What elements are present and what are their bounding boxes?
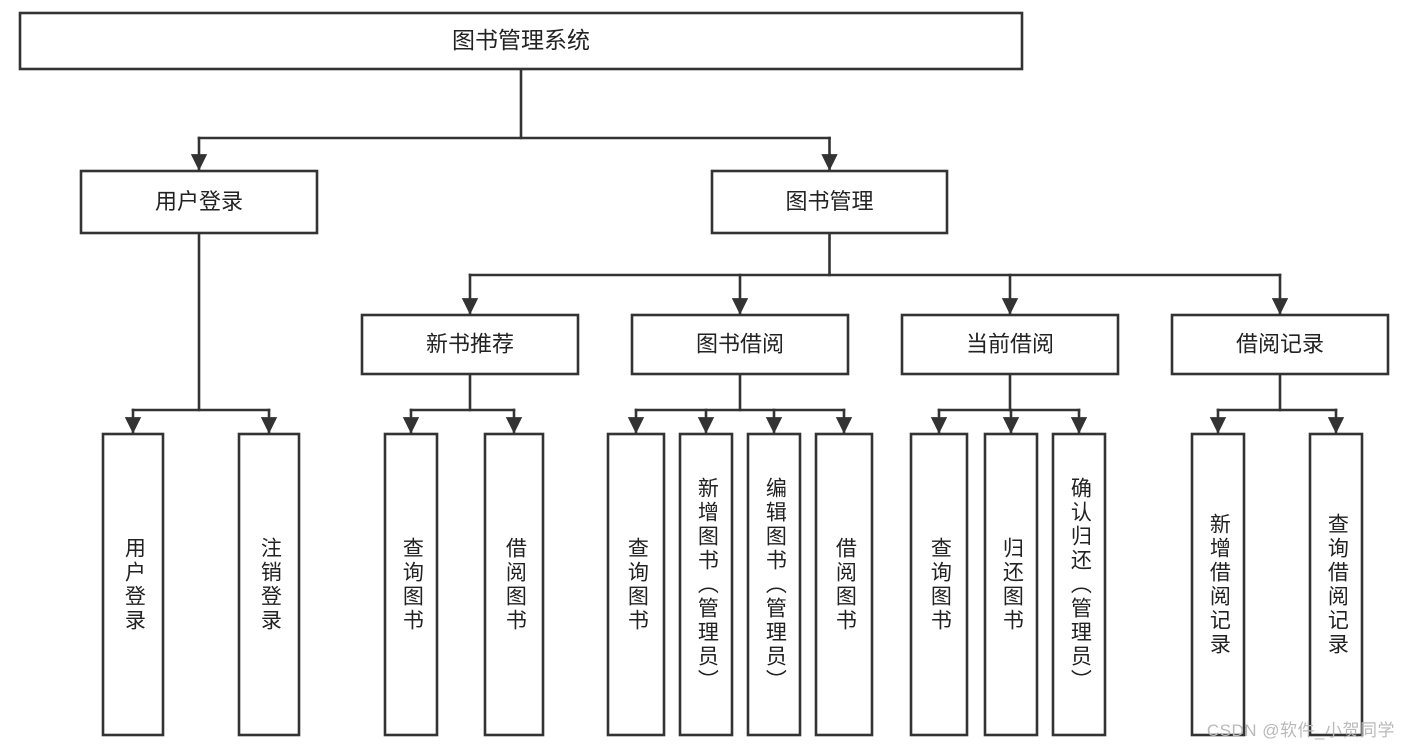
node-box-current-borrow[interactable] [900, 313, 1120, 376]
node-leaf-query-book-2[interactable] [606, 432, 666, 737]
node-box-leaf-query-book-1[interactable] [383, 432, 439, 737]
node-label-book-borrow: 图书借阅 [696, 331, 784, 356]
node-book-manage[interactable]: 图书管理 [710, 169, 949, 235]
node-box-leaf-edit-book-admin[interactable] [746, 432, 802, 737]
node-box-leaf-user-logout[interactable] [237, 432, 301, 737]
node-box-leaf-return-book[interactable] [983, 432, 1039, 737]
node-new-book-recommend[interactable]: 新书推荐 [360, 313, 580, 376]
node-label-user-login: 用户登录 [155, 189, 243, 214]
watermark-text: CSDN @软件_小贺同学 [1206, 721, 1395, 740]
node-box-leaf-query-book-2[interactable] [606, 432, 666, 737]
node-leaf-borrow-book-2[interactable] [814, 432, 874, 737]
node-box-leaf-query-borrow-record[interactable] [1308, 432, 1364, 737]
node-leaf-user-login[interactable] [101, 432, 165, 737]
node-leaf-query-borrow-record[interactable] [1308, 432, 1364, 737]
node-box-root[interactable] [18, 11, 1024, 71]
node-label-current-borrow: 当前借阅 [966, 331, 1054, 356]
node-box-leaf-add-book-admin[interactable] [678, 432, 734, 737]
node-user-login[interactable]: 用户登录 [79, 169, 319, 235]
node-box-book-borrow[interactable] [630, 313, 850, 376]
node-leaf-borrow-book-1[interactable] [483, 432, 545, 737]
node-box-new-book-recommend[interactable] [360, 313, 580, 376]
node-label-new-book-recommend: 新书推荐 [426, 331, 514, 356]
node-leaf-user-logout[interactable] [237, 432, 301, 737]
node-leaf-return-book[interactable] [983, 432, 1039, 737]
node-label-borrow-record: 借阅记录 [1236, 331, 1324, 356]
connector-layer [124, 67, 1345, 435]
node-box-leaf-user-login[interactable] [101, 432, 165, 737]
node-leaf-query-book-1[interactable] [383, 432, 439, 737]
node-box-leaf-borrow-book-1[interactable] [483, 432, 545, 737]
node-leaf-query-book-3[interactable] [909, 432, 969, 737]
node-box-book-manage[interactable] [710, 169, 949, 235]
node-current-borrow[interactable]: 当前借阅 [900, 313, 1120, 376]
node-borrow-record[interactable]: 借阅记录 [1170, 313, 1390, 376]
node-leaf-add-book-admin[interactable] [678, 432, 734, 737]
node-leaf-add-borrow-record[interactable] [1190, 432, 1246, 737]
node-box-leaf-borrow-book-2[interactable] [814, 432, 874, 737]
node-leaf-confirm-return-admin[interactable] [1051, 432, 1107, 737]
node-box-borrow-record[interactable] [1170, 313, 1390, 376]
node-box-user-login[interactable] [79, 169, 319, 235]
node-root[interactable]: 图书管理系统 [18, 11, 1024, 71]
node-box-leaf-query-book-3[interactable] [909, 432, 969, 737]
node-box-leaf-add-borrow-record[interactable] [1190, 432, 1246, 737]
node-leaf-edit-book-admin[interactable] [746, 432, 802, 737]
node-label-book-manage: 图书管理 [785, 189, 873, 214]
node-label-root: 图书管理系统 [452, 27, 590, 53]
node-book-borrow[interactable]: 图书借阅 [630, 313, 850, 376]
node-box-leaf-confirm-return-admin[interactable] [1051, 432, 1107, 737]
